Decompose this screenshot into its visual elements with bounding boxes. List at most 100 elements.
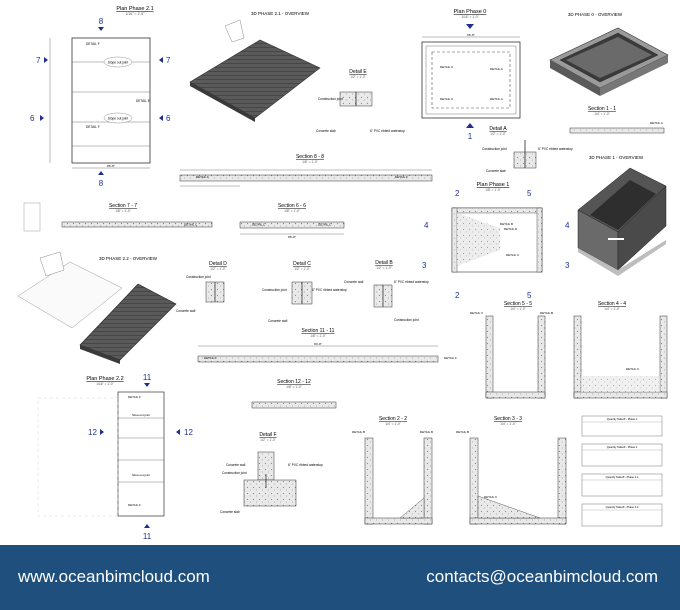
svg-text:1/2" = 1'-0": 1/2" = 1'-0" — [490, 132, 506, 136]
section-4-4: Section 4 - 4 1/4" = 1'-0" DETAIL C — [573, 301, 668, 399]
svg-text:Construction joint: Construction joint — [482, 147, 507, 151]
svg-text:Construction joint: Construction joint — [186, 275, 211, 279]
quantity-schedules: Quantity Takeoff - Phase 1 Quantity Take… — [581, 415, 663, 527]
section-3-3: Section 3 - 3 1/4" = 1'-0" DETAIL C DETA… — [456, 416, 567, 525]
svg-text:Slow-out joint: Slow-out joint — [132, 473, 150, 477]
detail-d: Detail D 1/2" = 1'-0" Construction joint… — [176, 261, 227, 313]
svg-text:DETAIL C: DETAIL C — [252, 223, 266, 227]
svg-text:Quantity Takeoff - Phase 2: Quantity Takeoff - Phase 2 — [607, 445, 638, 449]
grid-callout-6-left: 6 — [30, 114, 35, 123]
svg-text:Section 4 - 4: Section 4 - 4 — [598, 301, 626, 307]
grid-callout-7-right: 7 — [166, 56, 171, 65]
svg-text:Section 3 - 3: Section 3 - 3 — [494, 416, 522, 422]
svg-text:86'-8": 86'-8" — [288, 235, 296, 239]
view-scale: 1/16" = 1'-0" — [125, 12, 145, 16]
svg-text:Section 7 - 7: Section 7 - 7 — [109, 203, 137, 209]
svg-text:Plan Phase 1: Plan Phase 1 — [477, 182, 510, 188]
grid-callout-11-top: 11 — [143, 373, 152, 382]
svg-text:Concrete wall: Concrete wall — [344, 280, 364, 284]
svg-text:1/8" = 1'-0": 1/8" = 1'-0" — [302, 160, 318, 164]
grid-callout-3-left: 3 — [422, 261, 427, 270]
detail-f: Detail F 1/2" = 1'-0" Concrete wall Cons… — [220, 432, 323, 514]
section-7-7: Section 7 - 7 1/8" = 1'-0" DETAIL C — [23, 202, 213, 232]
svg-text:86'-8": 86'-8" — [107, 164, 115, 168]
svg-text:DETAIL C: DETAIL C — [484, 495, 498, 499]
section-8-8: Section 8 - 8 1/8" = 1'-0" DETAIL F DETA… — [179, 154, 433, 187]
svg-text:Detail A: Detail A — [489, 126, 507, 132]
svg-text:3D PHASE 0 - OVERVIEW: 3D PHASE 0 - OVERVIEW — [568, 12, 623, 17]
svg-text:Section 8 - 8: Section 8 - 8 — [296, 154, 324, 160]
plan-outline — [71, 37, 151, 164]
phase-2-2-overview: 3D PHASE 2.2 - OVERVIEW — [17, 251, 177, 364]
svg-text:Concrete slab: Concrete slab — [220, 510, 240, 514]
svg-text:1/8" = 1'-0": 1/8" = 1'-0" — [310, 334, 326, 338]
svg-text:Slow-out joint: Slow-out joint — [132, 413, 150, 417]
section-12-12: Section 12 - 12 1/8" = 1'-0" — [251, 379, 337, 409]
phase-0-overview: 3D PHASE 0 - OVERVIEW — [549, 12, 669, 96]
phase-2-1-overview: 3D PHASE 2.1 - OVERVIEW — [189, 11, 321, 122]
email-link[interactable]: contacts@oceanbimcloud.com — [426, 567, 658, 586]
svg-text:DETAIL F: DETAIL F — [128, 503, 141, 507]
svg-text:Section 6 - 6: Section 6 - 6 — [278, 203, 306, 209]
drawing-canvas: Plan Phase 2.1 1/16" = 1'-0" 8 Slope out… — [17, 6, 669, 541]
svg-text:1/2" = 1'-0": 1/2" = 1'-0" — [260, 438, 276, 442]
svg-text:1/8" = 1'-0": 1/8" = 1'-0" — [284, 209, 300, 213]
svg-text:Detail B: Detail B — [375, 260, 393, 266]
svg-text:DETAIL A: DETAIL A — [440, 97, 453, 101]
svg-text:1/4" = 1'-0": 1/4" = 1'-0" — [604, 307, 620, 311]
section-11-11: Section 11 - 11 1/8" = 1'-0" 84'-8" DETA… — [197, 328, 457, 363]
svg-text:Plan Phase 0: Plan Phase 0 — [454, 9, 487, 15]
svg-text:1/8" = 1'-0": 1/8" = 1'-0" — [115, 209, 131, 213]
svg-text:DETAIL A: DETAIL A — [490, 67, 503, 71]
svg-text:DETAIL F: DETAIL F — [395, 175, 408, 179]
grid-callout-6-right: 6 — [166, 114, 171, 123]
svg-text:Section 5 - 5: Section 5 - 5 — [504, 301, 532, 307]
grid-callout-4-right: 4 — [565, 221, 570, 230]
svg-text:66'-8": 66'-8" — [467, 33, 475, 37]
grid-callout-8-bottom: 8 — [99, 179, 104, 188]
section-6-6: Section 6 - 6 1/8" = 1'-0" DETAIL C DETA… — [239, 203, 345, 239]
plan-phase-2-1: Plan Phase 2.1 1/16" = 1'-0" 8 Slope out… — [30, 6, 171, 188]
svg-text:DETAIL F: DETAIL F — [86, 42, 100, 46]
grid-callout-12-left: 12 — [88, 428, 97, 437]
grid-callout-2-top: 2 — [455, 189, 460, 198]
detail-e: Detail E 1/2" = 1'-0" Construction joint… — [316, 69, 405, 133]
view-title: Plan Phase 2.1 — [116, 6, 153, 12]
svg-text:Detail F: Detail F — [259, 432, 276, 438]
svg-text:Plan Phase 2.2: Plan Phase 2.2 — [86, 376, 123, 382]
svg-text:Construction joint: Construction joint — [318, 97, 343, 101]
svg-text:DETAIL F: DETAIL F — [444, 356, 457, 360]
svg-text:DETAIL C: DETAIL C — [470, 311, 484, 315]
svg-text:Section 2 - 2: Section 2 - 2 — [379, 416, 407, 422]
svg-text:DETAIL A: DETAIL A — [440, 65, 453, 69]
svg-text:Construction joint: Construction joint — [222, 471, 247, 475]
svg-text:Concrete wall: Concrete wall — [176, 309, 196, 313]
svg-text:Concrete wall: Concrete wall — [226, 463, 246, 467]
grid-callout-2-bottom: 2 — [455, 291, 460, 300]
svg-text:Section 12 - 12: Section 12 - 12 — [277, 379, 311, 385]
svg-text:Section 1 - 1: Section 1 - 1 — [588, 106, 616, 112]
svg-text:Quantity Takeoff - Phase 2.2: Quantity Takeoff - Phase 2.2 — [606, 505, 639, 509]
footer-bar: www.oceanbimcloud.com contacts@oceanbimc… — [0, 545, 680, 610]
svg-text:Section 11 - 11: Section 11 - 11 — [302, 328, 335, 334]
svg-text:1/2" = 1'-0": 1/2" = 1'-0" — [350, 75, 366, 79]
svg-text:DETAIL F: DETAIL F — [204, 356, 217, 360]
section-5-5: Section 5 - 5 1/4" = 1'-0" DETAIL C DETA… — [470, 301, 553, 399]
svg-text:DETAIL B: DETAIL B — [352, 430, 365, 434]
grid-callout-5-bottom: 5 — [527, 291, 532, 300]
svg-text:DETAIL A: DETAIL A — [650, 121, 663, 125]
website-link[interactable]: www.oceanbimcloud.com — [18, 567, 210, 586]
grid-callout-1: 1 — [468, 132, 473, 141]
callout-arrow — [98, 27, 104, 31]
svg-text:DETAIL F: DETAIL F — [128, 395, 141, 399]
svg-text:1/4" = 1'-0": 1/4" = 1'-0" — [385, 422, 401, 426]
svg-text:DETAIL C: DETAIL C — [184, 223, 198, 227]
svg-text:3D PHASE 1 - OVERVIEW: 3D PHASE 1 - OVERVIEW — [589, 155, 644, 160]
svg-text:Concrete wall: Concrete wall — [268, 319, 288, 323]
svg-text:Detail E: Detail E — [349, 69, 367, 75]
svg-text:DETAIL F: DETAIL F — [86, 125, 100, 129]
svg-text:1/8" = 1'-0": 1/8" = 1'-0" — [485, 188, 501, 192]
detail-a: Detail A 1/2" = 1'-0" Construction joint… — [482, 126, 573, 173]
plan-outline — [421, 41, 521, 119]
svg-text:1/4" = 1'-0": 1/4" = 1'-0" — [594, 112, 610, 116]
